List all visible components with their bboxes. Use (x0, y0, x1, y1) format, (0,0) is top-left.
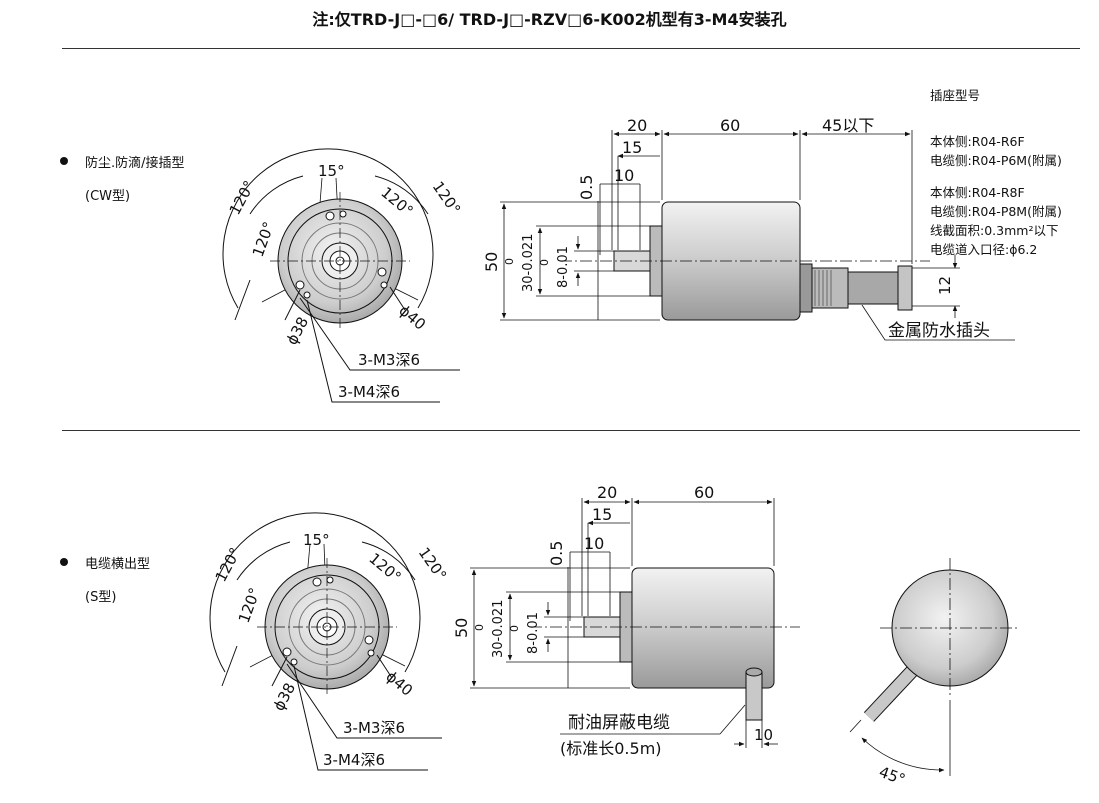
middle-divider (62, 430, 1080, 431)
s1-dia-40: ϕ40 (395, 301, 429, 333)
s2-hole-m3: 3-M3深6 (343, 719, 405, 737)
connector-spec-block-a: 本体侧:R04-R6F 电缆侧:R04-P6M(附属) (930, 132, 1062, 170)
s1-tol-30-top: 0 (503, 258, 516, 265)
s1-tol-8-bot: 8-0.01 (556, 246, 571, 288)
s2-tol-8-bot: 8-0.01 (526, 612, 541, 654)
section1-sublabel: (CW型) (85, 189, 131, 204)
s2-dim-20: 20 (597, 483, 617, 502)
s1-dim-20: 20 (627, 116, 647, 135)
s2-angle-120-b: 120° (235, 585, 264, 625)
s1-angle-120-d: 120° (429, 178, 464, 218)
s2-dia-38: ϕ38 (270, 680, 300, 714)
s2-cable-label-2: (标准长0.5m) (560, 739, 662, 758)
s2-tol-30-top: 0 (473, 624, 486, 631)
s1-dim-10: 10 (614, 166, 634, 185)
s1-dim-05: 0.5 (577, 175, 596, 200)
s1-angle-120-a: 120° (226, 178, 259, 218)
s2-cable-dim: 10 (754, 726, 773, 744)
s2-dim-15: 15 (592, 505, 612, 524)
section2-side-view (470, 498, 800, 748)
section2-label: 电缆横出型 (85, 557, 151, 572)
section2-rear-view (849, 558, 1020, 776)
section1-bullet (60, 157, 68, 165)
connector-spec-block-b: 本体侧:R04-R8F 电缆侧:R04-P8M(附属) 线截面积:0.3mm²以… (930, 183, 1062, 259)
s2-dim-05: 0.5 (547, 541, 566, 566)
s2-cable-label-1: 耐油屏蔽电缆 (568, 713, 670, 733)
s2-dim-60: 60 (694, 483, 714, 502)
s1-dia-38: ϕ38 (283, 314, 313, 348)
s1-dim-12: 12 (936, 276, 954, 295)
spec-line: 电缆侧:R04-P6M(附属) (930, 153, 1062, 168)
s1-hole-m3: 3-M3深6 (358, 351, 420, 369)
s2-dia-40: ϕ40 (382, 667, 416, 699)
s1-tol-30-bot: 30-0.021 (521, 234, 536, 292)
spec-line: 本体侧:R04-R6F (930, 134, 1025, 149)
section2-bullet (60, 558, 68, 566)
spec-line: 电缆侧:R04-P8M(附属) (930, 204, 1062, 219)
s2-dim-50: 50 (452, 618, 471, 638)
section2-sublabel: (S型) (85, 590, 117, 605)
s1-dim-50: 50 (482, 252, 501, 272)
page-title: 注:仅TRD-J□-□6/ TRD-J□-RZV□6-K002机型有3-M4安装… (312, 10, 787, 29)
section1-side-view (500, 130, 1015, 341)
s1-tol-8-top: 0 (538, 259, 551, 266)
spec-line: 线截面积:0.3mm²以下 (930, 223, 1059, 238)
s1-dim-45: 45以下 (822, 116, 874, 135)
s2-angle-45: 45° (877, 763, 908, 789)
section1-label: 防尘.防滴/接插型 (85, 156, 185, 171)
s2-dim-10: 10 (584, 534, 604, 553)
section2-front-view (209, 512, 442, 771)
s1-connector-label: 金属防水插头 (888, 321, 990, 341)
spec-line: 本体侧:R04-R8F (930, 185, 1025, 200)
section1-front-view (222, 148, 460, 403)
s1-angle-15: 15° (318, 162, 345, 180)
s1-dim-15: 15 (622, 138, 642, 157)
s2-tol-8-top: 0 (508, 625, 521, 632)
s2-tol-30-bot: 30-0.021 (491, 600, 506, 658)
s2-angle-120-a: 120° (212, 545, 245, 585)
s1-hole-m4: 3-M4深6 (338, 383, 400, 401)
s2-angle-120-d: 120° (415, 544, 450, 584)
spec-line: 电缆道入口径:ϕ6.2 (930, 242, 1038, 257)
top-divider (62, 48, 1080, 49)
s1-dim-60: 60 (720, 116, 740, 135)
connector-spec-heading: 插座型号 (930, 88, 981, 103)
s1-angle-120-b: 120° (249, 219, 278, 259)
s2-hole-m4: 3-M4深6 (323, 751, 385, 769)
s2-angle-15: 15° (303, 531, 330, 549)
